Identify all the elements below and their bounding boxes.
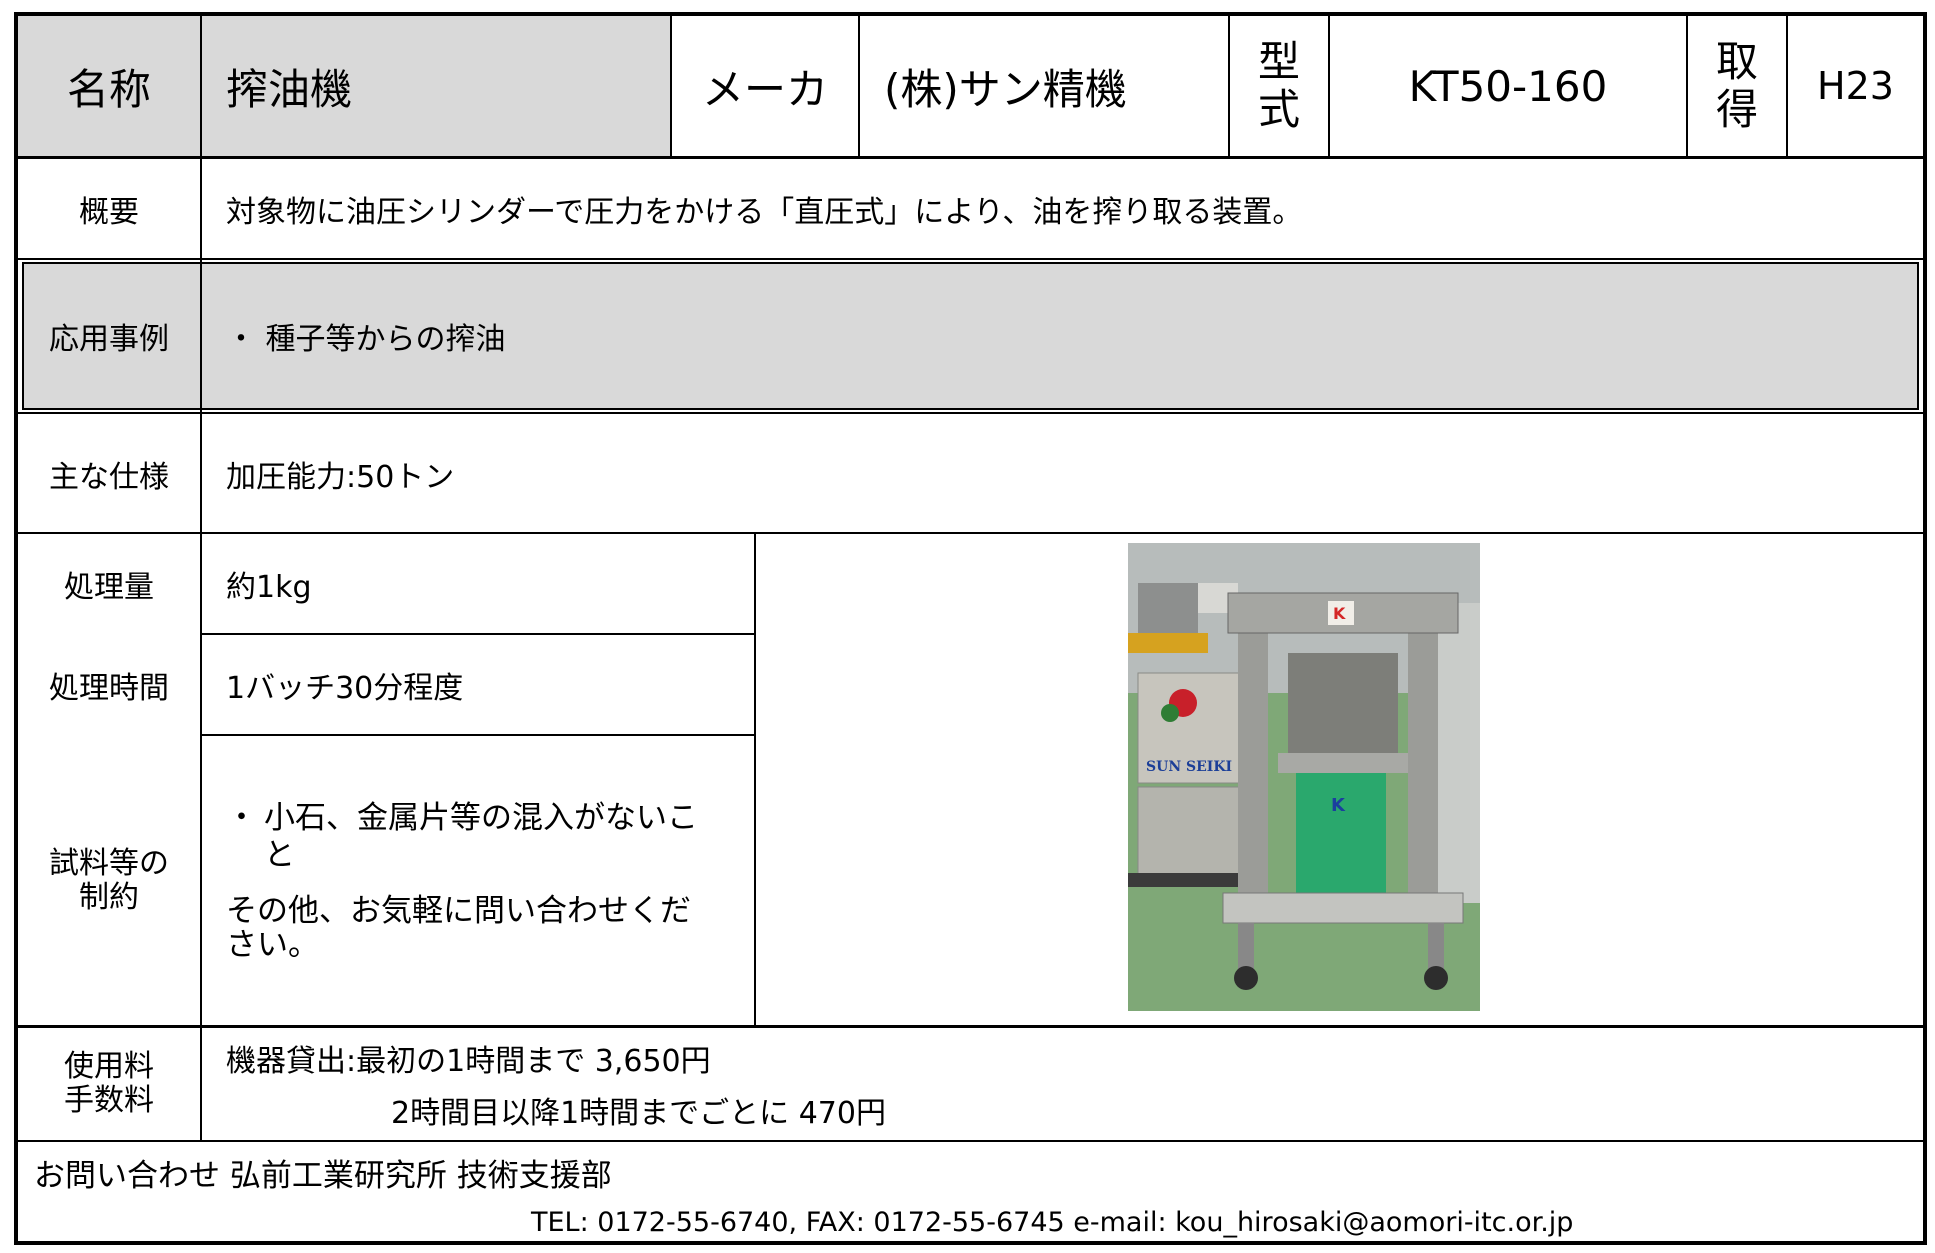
divider — [18, 412, 1923, 414]
divider — [754, 532, 756, 1027]
application-text-cell: ・ 種子等からの搾油 — [202, 262, 1902, 410]
constraints-note: その他、お気軽に問い合わせくだ さい。 — [226, 894, 691, 962]
constraints-label-line1: 試料等の — [49, 845, 169, 881]
specs-label-cell: 主な仕様 — [18, 416, 200, 532]
model-value-cell: KT50-160 — [1330, 16, 1686, 156]
overview-label-cell: 概要 — [18, 159, 200, 258]
fees-line2: 2時間目以降1時間までごとに 470円 — [391, 1096, 886, 1131]
fees-label-line2: 手数料 — [64, 1083, 154, 1118]
photo-logo-text-cylinder: K — [1331, 795, 1346, 816]
time-label-cell: 処理時間 — [18, 636, 200, 734]
time-text: 1バッチ30分程度 — [226, 671, 464, 706]
oil-press-photo: SUN SEIKI K K — [1128, 543, 1480, 1011]
constraints-bullet: ・ — [226, 799, 257, 836]
divider — [18, 1140, 1923, 1142]
acquired-label-line2: 得 — [1715, 85, 1758, 134]
contact-details: TEL: 0172-55-6740, FAX: 0172-55-6745 e-m… — [531, 1207, 1574, 1238]
fees-text-cell: 機器貸出:最初の1時間まで 3,650円 2時間目以降1時間までごとに 470円 — [202, 1028, 1923, 1140]
capacity-text: 約1kg — [226, 570, 312, 605]
constraints-item: ・ 小石、金属片等の混入がないこ と — [226, 800, 698, 874]
constraints-item-line1: 小石、金属片等の混入がないこ — [264, 799, 698, 836]
name-label: 名称 — [66, 64, 151, 114]
model-label-line1: 型 — [1257, 36, 1300, 86]
divider — [202, 633, 756, 635]
time-label: 処理時間 — [49, 671, 169, 706]
time-text-cell: 1バッチ30分程度 — [202, 636, 754, 734]
overview-label: 概要 — [79, 194, 139, 230]
divider — [1686, 16, 1688, 156]
photo-logo-text-top: K — [1333, 604, 1346, 623]
maker-label-cell: メーカ — [672, 16, 858, 156]
acquired-label-line1: 取 — [1715, 36, 1758, 86]
name-value: 搾油機 — [226, 64, 353, 114]
maker-label: メーカ — [701, 64, 828, 114]
constraints-text-cell: ・ 小石、金属片等の混入がないこ と その他、お気軽に問い合わせくだ さい。 — [202, 737, 754, 1025]
constraints-note-line1: その他、お気軽に問い合わせくだ — [226, 893, 691, 930]
capacity-label-cell: 処理量 — [18, 535, 200, 633]
name-value-cell: 搾油機 — [202, 16, 670, 156]
equipment-info-sheet: 名称 搾油機 メーカ (株)サン精機 型 式 KT50-160 取 得 H23 … — [14, 12, 1927, 1245]
divider — [18, 156, 1923, 159]
specs-label: 主な仕様 — [49, 460, 169, 495]
acquired-value: H23 — [1817, 64, 1894, 108]
overview-text: 対象物に油圧シリンダーで圧力をかける「直圧式」により、油を搾り取る装置。 — [226, 194, 1303, 230]
application-row — [22, 262, 1919, 410]
specs-text: 加圧能力:50トン — [226, 460, 455, 495]
name-label-cell: 名称 — [18, 16, 200, 156]
overview-text-cell: 対象物に油圧シリンダーで圧力をかける「直圧式」により、油を搾り取る装置。 — [202, 159, 1923, 258]
constraints-item-line2: と — [264, 836, 295, 873]
fees-line1: 機器貸出:最初の1時間まで 3,650円 — [226, 1044, 711, 1079]
divider — [18, 258, 1923, 260]
application-label-cell: 応用事例 — [18, 262, 200, 410]
specs-text-cell: 加圧能力:50トン — [202, 416, 1923, 532]
constraints-label-line2: 制約 — [79, 880, 139, 915]
divider — [200, 16, 202, 1142]
contact-title: お問い合わせ 弘前工業研究所 技術支援部 — [34, 1158, 612, 1194]
divider — [670, 16, 672, 156]
acquired-value-cell: H23 — [1788, 16, 1923, 156]
model-label-line2: 式 — [1257, 85, 1300, 134]
divider — [1328, 16, 1330, 156]
model-value: KT50-160 — [1408, 61, 1608, 111]
divider — [1786, 16, 1788, 156]
contact-cell: お問い合わせ 弘前工業研究所 技術支援部 TEL: 0172-55-6740, … — [18, 1143, 1923, 1245]
capacity-label: 処理量 — [64, 570, 154, 605]
divider — [858, 16, 860, 156]
constraints-label-cell: 試料等の 制約 — [18, 737, 200, 1025]
application-label: 応用事例 — [49, 322, 169, 357]
oil-press-illustration: SUN SEIKI K K — [1128, 543, 1480, 1011]
fees-label-cell: 使用料 手数料 — [18, 1028, 200, 1140]
maker-value: (株)サン精機 — [884, 64, 1127, 114]
divider — [1228, 16, 1230, 156]
capacity-text-cell: 約1kg — [202, 535, 754, 633]
divider — [202, 734, 756, 736]
divider — [18, 532, 1923, 534]
application-text: ・ 種子等からの搾油 — [226, 322, 506, 357]
maker-value-cell: (株)サン精機 — [860, 16, 1228, 156]
constraints-note-line2: さい。 — [226, 927, 319, 964]
fees-label-line1: 使用料 — [64, 1048, 154, 1084]
divider — [18, 1025, 1923, 1028]
acquired-label-cell: 取 得 — [1688, 16, 1786, 156]
photo-brand-text: SUN SEIKI — [1146, 759, 1232, 775]
model-label-cell: 型 式 — [1230, 16, 1328, 156]
